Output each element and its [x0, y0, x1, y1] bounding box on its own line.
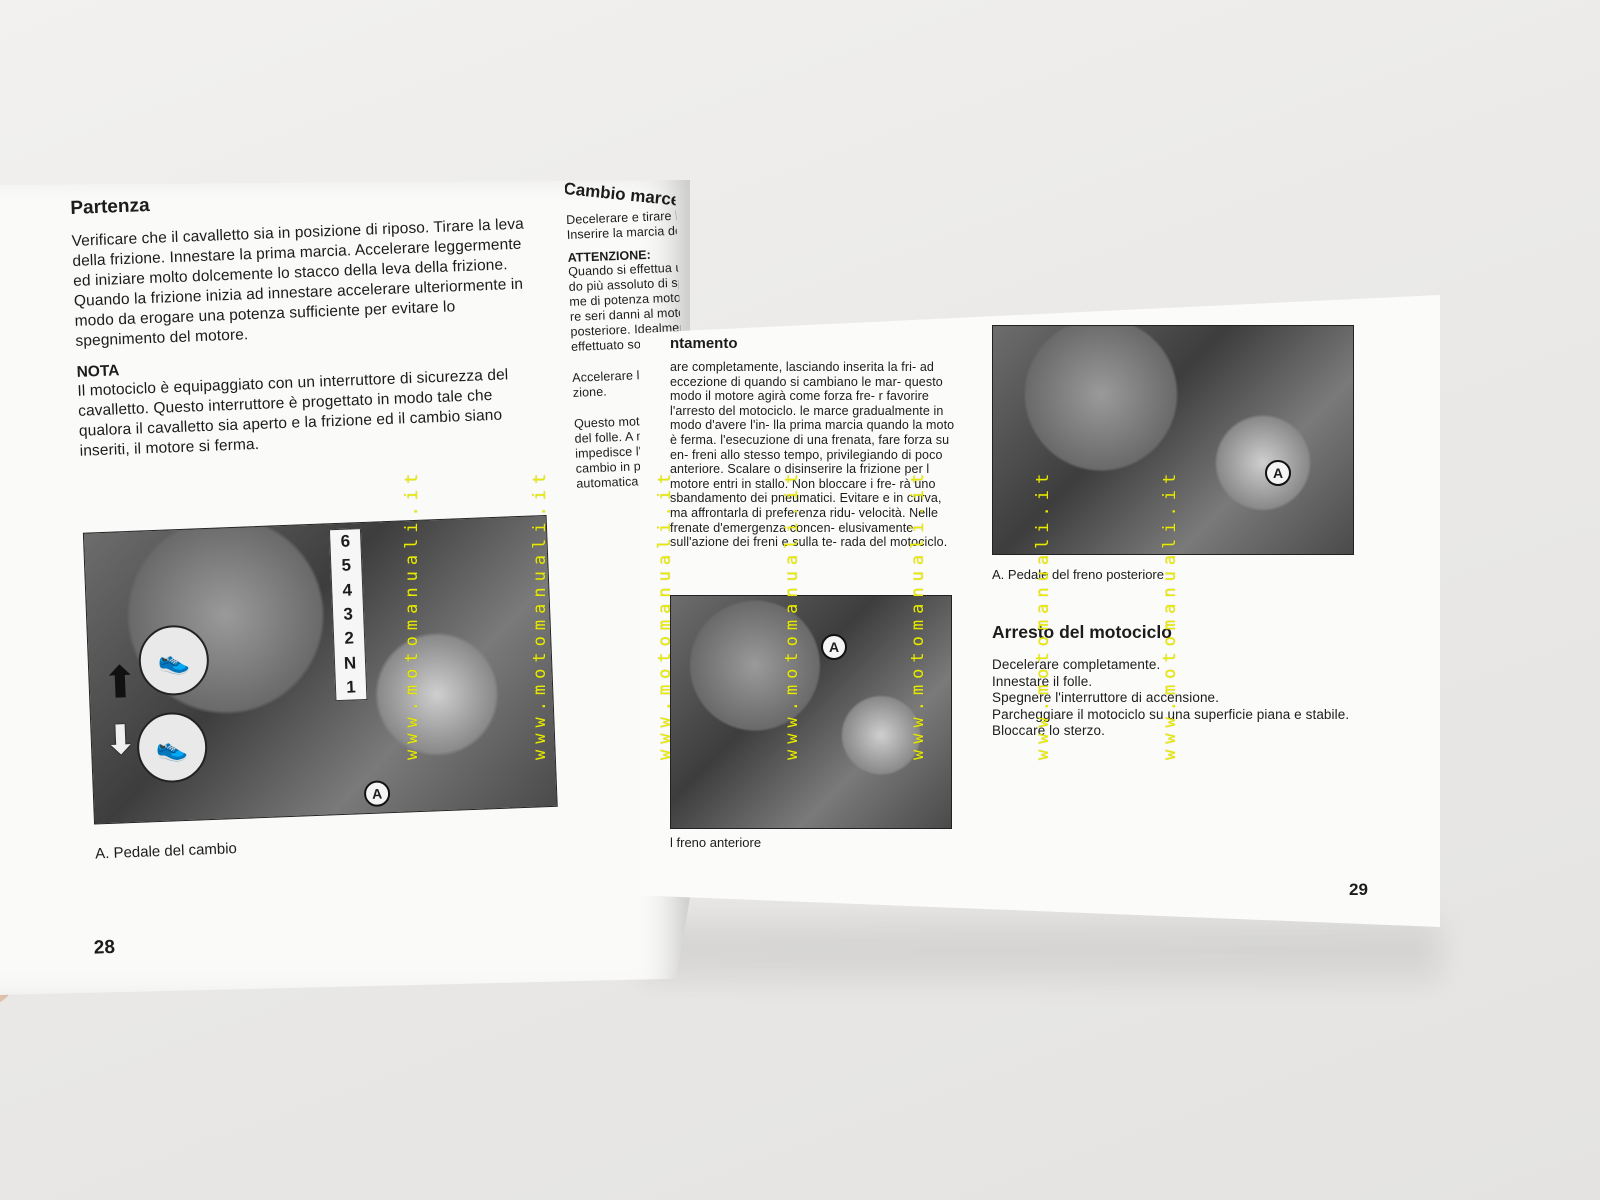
right-second-column: A A. Pedale del freno posteriore Arresto…	[992, 325, 1362, 740]
watermark-text: www.motomanuali.it	[402, 467, 422, 760]
note-paragraph: Il motociclo è equipaggiato con un inter…	[77, 366, 509, 460]
section-title-partenza: Partenza	[70, 194, 150, 219]
gear-label: 4	[342, 580, 353, 600]
watermark-text: www.motomanuali.it	[782, 467, 802, 760]
gear-sequence-box: 6 5 4 3 2 N 1	[328, 528, 368, 702]
left-page: Partenza Verificare che il cavalletto si…	[0, 180, 690, 995]
book-shadow	[640, 920, 1440, 980]
right-first-column: ntamento are completamente, lasciando in…	[670, 335, 960, 550]
rear-brake-caption: A. Pedale del freno posteriore	[992, 567, 1164, 582]
arrow-up-icon: ⬆	[100, 657, 140, 709]
callout-label-a: A	[1265, 460, 1291, 486]
gear-label: 5	[341, 555, 352, 576]
arresto-line: Parcheggiare il motociclo su una superfi…	[992, 706, 1350, 722]
watermark-text: www.motomanuali.it	[908, 467, 928, 760]
partenza-paragraph: Verificare che il cavalletto sia in posi…	[71, 215, 525, 350]
callout-label-a: A	[363, 780, 391, 808]
gear-label: 2	[344, 628, 355, 649]
gear-pedal-caption: A. Pedale del cambio	[94, 840, 238, 863]
left-main-column: Partenza Verificare che il cavalletto si…	[70, 180, 558, 959]
page-number-28: 28	[93, 936, 116, 959]
boot-up-icon: 👟	[137, 624, 211, 697]
section-title-cambio: Cambio marce	[564, 178, 682, 210]
gear-label: 1	[345, 677, 357, 697]
section-title-rallentamento: ntamento	[670, 335, 738, 352]
rallentamento-paragraph: are completamente, lasciando inserita la…	[670, 360, 955, 550]
arresto-line: Innestare il folle.	[992, 673, 1093, 689]
watermark-text: www.motomanuali.it	[1160, 467, 1180, 760]
callout-label-a: A	[821, 634, 847, 660]
page-number-29: 29	[1349, 880, 1368, 899]
gear-label: N	[343, 652, 357, 673]
arresto-line: Spegnere l'interruttore di accensione.	[992, 690, 1220, 705]
rear-brake-photo: A	[992, 325, 1354, 555]
left-page-content: Partenza Verificare che il cavalletto si…	[70, 180, 687, 959]
arresto-line: Decelerare completamente.	[992, 657, 1161, 672]
arrow-down-icon: ⬇	[103, 717, 139, 764]
front-brake-caption: l freno anteriore	[670, 835, 762, 850]
gear-pedal-photo: 6 5 4 3 2 N 1 👟 👟 ⬆ ⬇ A	[82, 514, 558, 825]
watermark-text: www.motomanuali.it	[530, 467, 550, 760]
watermark-text: www.motomanuali.it	[655, 467, 675, 760]
arresto-line: Bloccare lo sterzo.	[992, 723, 1105, 738]
boot-down-icon: 👟	[135, 711, 209, 784]
section-title-arresto: Arresto del motociclo	[992, 622, 1172, 642]
gear-label: 3	[343, 604, 354, 624]
front-brake-photo: A	[670, 595, 952, 829]
gear-label: 6	[340, 531, 351, 551]
cambio-line: Inserire la marcia deside	[566, 222, 687, 242]
right-page: ntamento are completamente, lasciando in…	[640, 295, 1440, 927]
watermark-text: www.motomanuali.it	[1033, 467, 1053, 760]
